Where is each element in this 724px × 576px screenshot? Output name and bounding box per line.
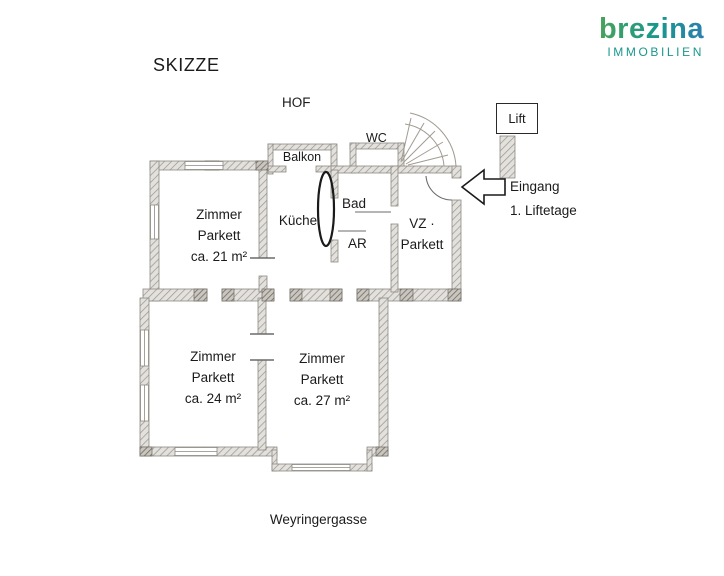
vz-name: VZ ·	[409, 216, 435, 231]
room-floor: Parkett	[300, 372, 344, 387]
room-area: ca. 24 m²	[184, 391, 242, 406]
brand-name: brezina	[598, 13, 704, 45]
liftetage-label: 1. Liftetage	[510, 203, 577, 218]
room-name: Zimmer	[299, 351, 345, 366]
vz-floor: Parkett	[400, 237, 444, 252]
brand-subtitle: IMMOBILIEN	[607, 45, 704, 59]
room-name: Zimmer	[190, 349, 236, 364]
lift-box: Lift	[496, 103, 538, 134]
room-area: ca. 21 m²	[190, 249, 248, 264]
eingang-label: Eingang	[510, 179, 560, 194]
balkon-label: Balkon	[282, 150, 322, 164]
room-label-zimmer-27: Zimmer Parkett ca. 27 m²	[272, 348, 372, 411]
lift-label: Lift	[508, 111, 526, 126]
page-title: SKIZZE	[153, 55, 220, 75]
vz-label: VZ · Parkett	[394, 213, 450, 255]
walls	[139, 135, 516, 472]
hof-label: HOF	[282, 95, 311, 110]
wc-label: WC	[366, 131, 387, 145]
room-area: ca. 27 m²	[293, 393, 351, 408]
room-floor: Parkett	[191, 370, 235, 385]
door-marks	[250, 175, 453, 361]
kueche-label: Küche	[278, 213, 318, 228]
room-floor: Parkett	[197, 228, 241, 243]
staircase	[400, 112, 457, 167]
ar-label: AR	[348, 236, 367, 251]
room-label-zimmer-21: Zimmer Parkett ca. 21 m²	[170, 204, 268, 267]
brand-logo: brezina IMMOBILIEN	[586, 14, 704, 59]
bad-label: Bad	[342, 196, 367, 211]
kitchen-door-oval	[316, 170, 336, 248]
entrance-arrow-icon	[460, 168, 506, 206]
room-name: Zimmer	[196, 207, 242, 222]
street-label: Weyringergasse	[269, 512, 368, 527]
room-label-zimmer-24: Zimmer Parkett ca. 24 m²	[164, 346, 262, 409]
